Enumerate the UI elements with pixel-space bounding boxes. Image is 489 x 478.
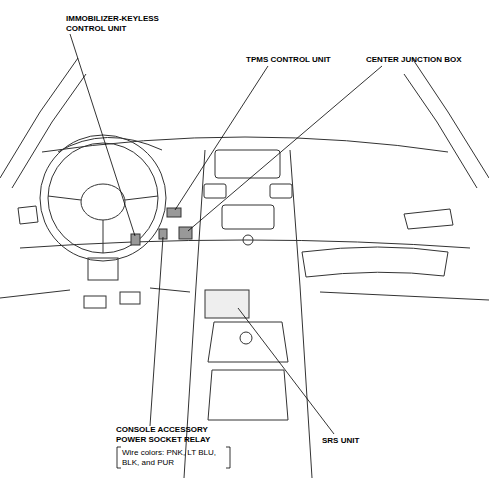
right-a-pillar [412, 58, 489, 178]
part-label: TPMS CONTROL UNIT [246, 55, 366, 65]
leader-line [70, 34, 135, 236]
center-display [215, 150, 280, 178]
shift-gate [208, 322, 288, 362]
instrument-hood [58, 137, 162, 152]
center-vent [204, 184, 226, 198]
bracket [117, 447, 121, 468]
pedal [120, 292, 140, 304]
leader-line [238, 308, 334, 434]
part-label: CENTER JUNCTION BOX [366, 55, 488, 65]
center-vent [270, 184, 292, 198]
steering-wheel-rim [40, 135, 166, 261]
right-a-pillar-inner [404, 74, 477, 188]
leader-line [150, 237, 163, 426]
part-label: CONSOLE ACCESSORY POWER SOCKET RELAY [116, 425, 232, 445]
steering-hub [81, 184, 125, 220]
steering-wheel-rim-inner [48, 143, 158, 253]
bracket [226, 447, 230, 468]
part-label: SRS UNIT [322, 436, 392, 446]
tpms-unit [167, 208, 181, 217]
part-label: Wire colors: PNK, LT BLU, BLK, and PUR [122, 448, 226, 468]
left-a-pillar-inner [12, 74, 86, 188]
leader-line [188, 66, 382, 231]
immobilizer-unit [131, 234, 140, 245]
left-a-pillar [0, 58, 78, 178]
control-knob [243, 235, 253, 245]
steering-column [88, 258, 118, 280]
glove-box [302, 247, 448, 277]
shift-knob [240, 332, 252, 344]
floor-line [0, 288, 190, 298]
right-vent [404, 209, 453, 229]
part-label: IMMOBILIZER-KEYLESS CONTROL UNIT [66, 14, 178, 34]
left-vent [18, 206, 38, 224]
audio-panel [222, 205, 274, 229]
console-side [300, 286, 312, 478]
leader-line [175, 66, 268, 210]
pedal [84, 296, 106, 308]
console-lid [208, 370, 288, 420]
floor-line [320, 292, 489, 300]
center-stack-edge [290, 150, 300, 286]
steering-spokes [48, 196, 158, 253]
